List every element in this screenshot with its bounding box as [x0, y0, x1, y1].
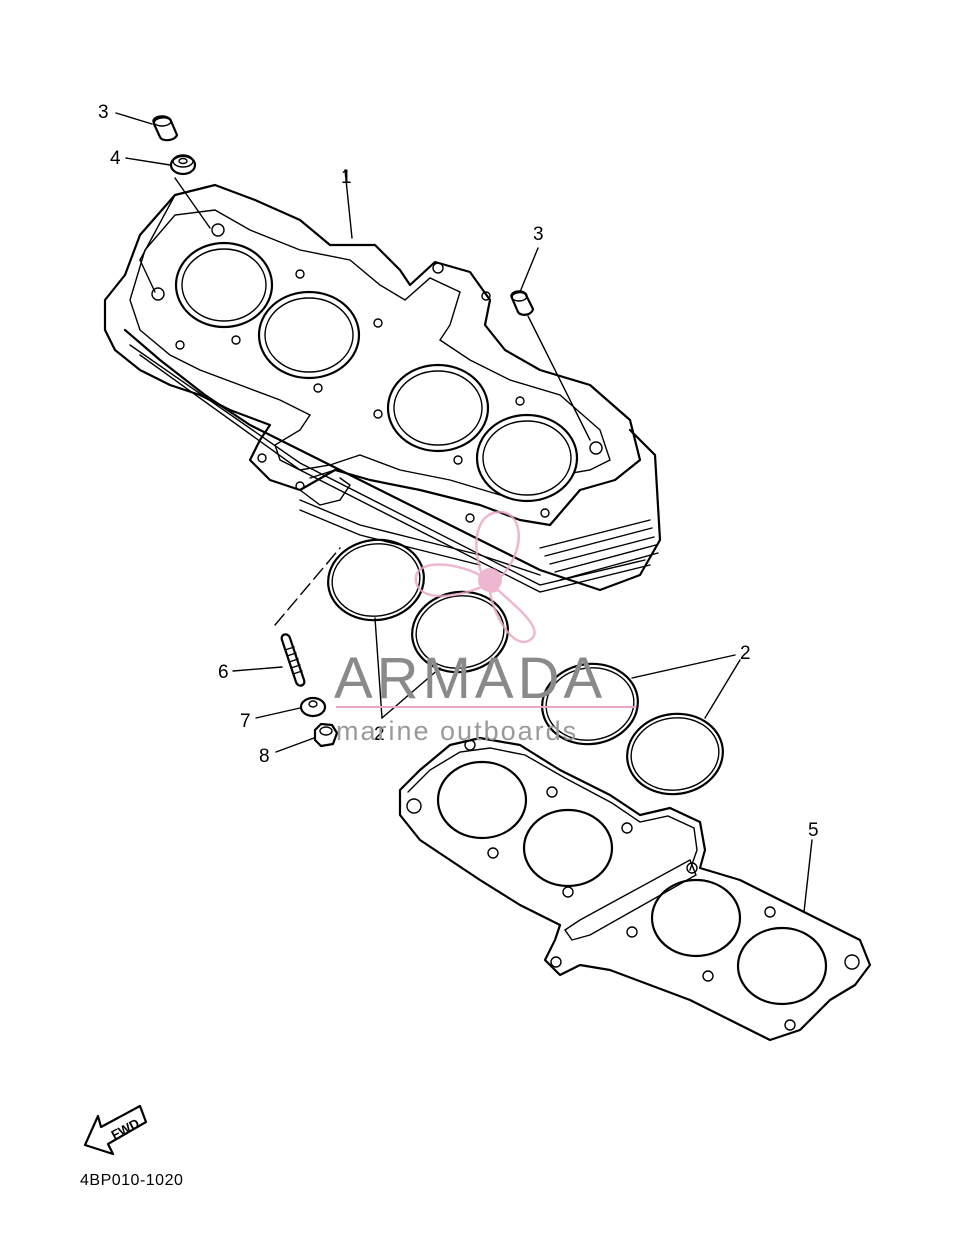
callout-3-top: 3	[98, 102, 109, 123]
armada-watermark: ARMADA marine outboards	[334, 510, 636, 746]
oring-group	[327, 538, 724, 796]
callout-4: 4	[110, 148, 121, 169]
watermark-subtitle: marine outboards	[336, 716, 578, 746]
stud-bolt-6	[280, 633, 306, 687]
diagram-code: 4BP010-1020	[80, 1172, 183, 1189]
dowel-pin-right	[510, 290, 535, 316]
callout-6: 6	[218, 662, 229, 683]
watermark-title: ARMADA	[334, 646, 606, 711]
callout-3-right: 3	[533, 224, 544, 245]
oring-seal-4	[169, 154, 197, 176]
nut-8	[313, 722, 339, 748]
callout-5: 5	[808, 820, 819, 841]
cylinder-gasket	[398, 736, 872, 1042]
propeller-logo	[414, 510, 536, 644]
oring-4	[626, 712, 724, 796]
leader-lines	[115, 112, 813, 913]
dowel-pin-top-left	[152, 115, 179, 142]
callout-2-right: 2	[740, 643, 751, 664]
callout-1: 1	[341, 167, 352, 188]
cylinder-block	[103, 183, 662, 593]
oring-2	[411, 590, 509, 674]
callout-8: 8	[259, 746, 270, 767]
oring-1	[327, 538, 425, 622]
washer-7	[299, 696, 327, 718]
callout-2-left: 2	[374, 724, 385, 745]
oring-3	[541, 662, 639, 746]
forward-arrow: FWD	[83, 1104, 148, 1156]
callout-7: 7	[240, 711, 251, 732]
